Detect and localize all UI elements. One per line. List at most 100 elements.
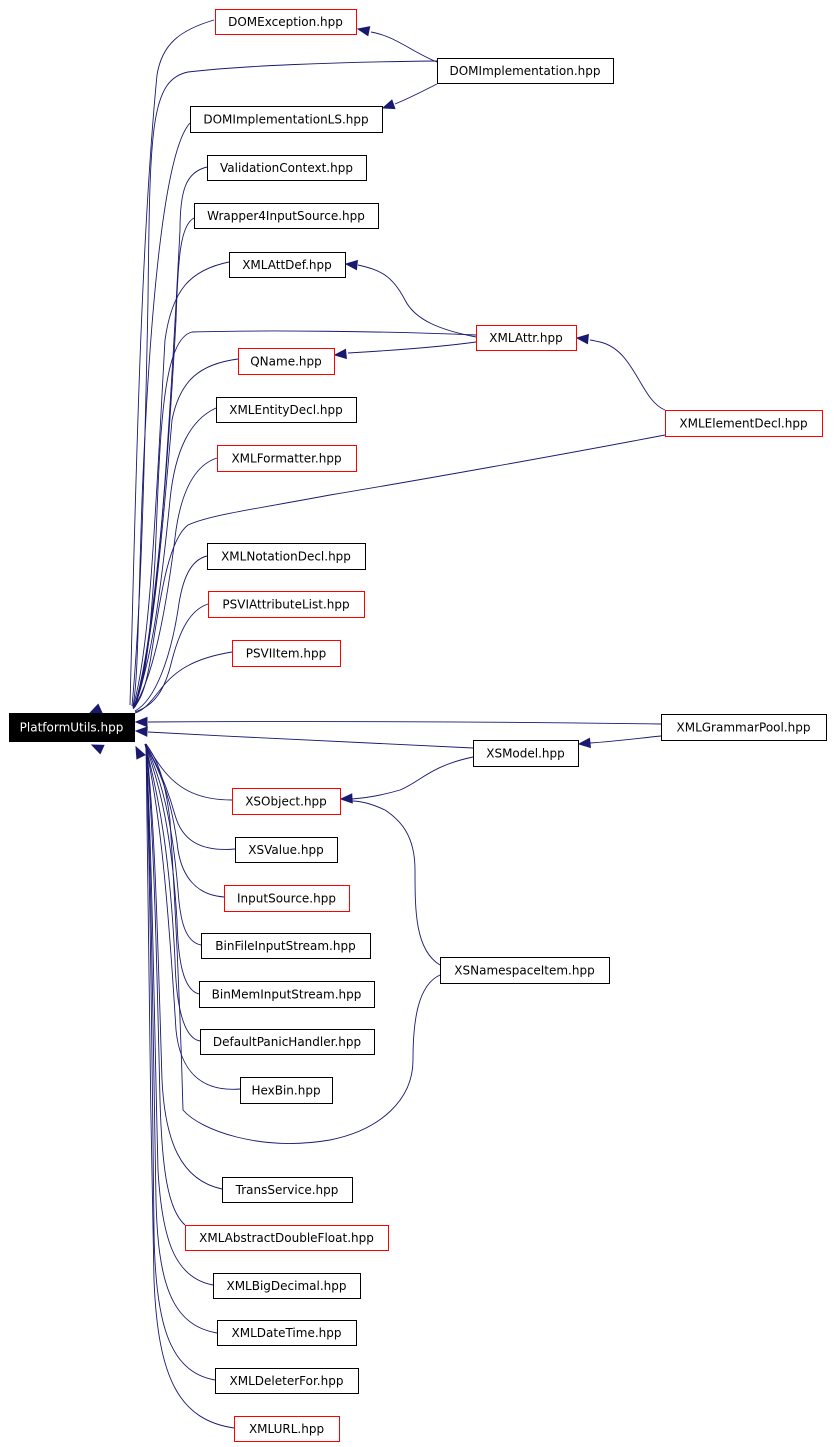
node-box xyxy=(215,1368,359,1394)
node-domimplementation[interactable]: DOMImplementation.hpp xyxy=(437,58,614,84)
edge-line xyxy=(145,743,186,1226)
edge-line xyxy=(589,339,666,411)
edge-line xyxy=(144,743,241,1090)
node-label: XMLNotationDecl.hpp xyxy=(221,550,351,564)
node-box xyxy=(217,445,357,472)
node-bin-file-input-stream[interactable]: BinFileInputStream.hpp xyxy=(201,933,371,959)
node-xsnamespace-item[interactable]: XSNamespaceItem.hpp xyxy=(440,957,610,984)
node-xsmodel[interactable]: XSModel.hpp xyxy=(473,740,579,767)
node-box xyxy=(235,837,338,863)
node-box xyxy=(661,714,827,741)
edge-xsmodel-to-platform-utils xyxy=(134,726,474,749)
edge-bin-file-input-stream-to-platform-utils xyxy=(144,743,202,946)
node-label: XMLAttDef.hpp xyxy=(242,258,332,272)
edge-trans-service-to-platform-utils xyxy=(145,743,223,1190)
edge-line xyxy=(134,166,208,708)
node-xmldate-time[interactable]: XMLDateTime.hpp xyxy=(217,1320,357,1346)
node-xmlbig-decimal[interactable]: XMLBigDecimal.hpp xyxy=(213,1273,361,1299)
arrowhead-icon xyxy=(339,793,353,804)
node-box xyxy=(200,1029,375,1055)
node-box xyxy=(665,410,823,437)
node-box xyxy=(240,1077,333,1104)
edge-xsmodel-to-xsobject xyxy=(339,756,474,804)
node-trans-service[interactable]: TransService.hpp xyxy=(222,1177,353,1203)
node-xsvalue[interactable]: XSValue.hpp xyxy=(235,837,338,863)
node-box xyxy=(213,1273,361,1299)
node-qname[interactable]: QName.hpp xyxy=(238,348,335,375)
edge-line xyxy=(145,743,214,1286)
edge-xsnamespace-item-to-xsobject xyxy=(351,800,441,966)
edge-line xyxy=(370,31,438,63)
arrowhead-icon xyxy=(333,348,347,360)
node-default-panic-handler[interactable]: DefaultPanicHandler.hpp xyxy=(200,1029,375,1055)
edge-bin-mem-input-stream-to-platform-utils xyxy=(144,743,200,995)
edge-xsnamespace-item-to-platform-utils xyxy=(145,743,441,1144)
node-label: XMLURL.hpp xyxy=(249,1422,324,1436)
node-box xyxy=(208,591,365,618)
arrowhead-icon xyxy=(134,726,148,737)
node-label: ValidationContext.hpp xyxy=(220,161,353,175)
node-label: XMLElementDecl.hpp xyxy=(679,417,807,431)
node-xmlformatter[interactable]: XMLFormatter.hpp xyxy=(217,445,357,472)
graph-nodes: PlatformUtils.hpp DOMException.hppDOMImpl… xyxy=(9,9,827,1442)
edge-xmlurl-to-platform-utils xyxy=(90,743,235,1429)
edge-line xyxy=(145,743,441,1144)
edge-line xyxy=(357,264,477,338)
edge-qname-to-platform-utils xyxy=(133,358,239,709)
node-xmlatt-def[interactable]: XMLAttDef.hpp xyxy=(229,252,346,278)
edge-psviitem-to-platform-utils xyxy=(134,651,233,714)
node-box xyxy=(207,155,367,181)
node-label: XMLDateTime.hpp xyxy=(232,1326,342,1340)
node-box xyxy=(440,957,610,984)
node-psviattribute-list[interactable]: PSVIAttributeList.hpp xyxy=(208,591,365,618)
node-bin-mem-input-stream[interactable]: BinMemInputStream.hpp xyxy=(199,981,375,1008)
edge-xmldate-time-to-platform-utils xyxy=(145,743,218,1334)
node-xmlabstract-double-float[interactable]: XMLAbstractDoubleFloat.hpp xyxy=(185,1225,389,1251)
arrowhead-icon xyxy=(344,259,358,271)
edge-xmldeleter-for-to-platform-utils xyxy=(145,743,216,1381)
node-label: DefaultPanicHandler.hpp xyxy=(213,1035,361,1049)
edge-line xyxy=(132,122,191,707)
node-xsobject[interactable]: XSObject.hpp xyxy=(232,788,341,815)
node-label: BinFileInputStream.hpp xyxy=(215,939,355,953)
node-xmlelement-decl[interactable]: XMLElementDecl.hpp xyxy=(665,410,823,437)
arrowhead-icon xyxy=(575,333,589,345)
node-box xyxy=(232,788,341,815)
edge-hex-bin-to-platform-utils xyxy=(144,743,241,1090)
node-input-source[interactable]: InputSource.hpp xyxy=(224,885,350,912)
node-box xyxy=(201,933,371,959)
node-box xyxy=(217,1320,357,1346)
node-validation-context[interactable]: ValidationContext.hpp xyxy=(207,155,367,181)
node-xmlnotation-decl[interactable]: XMLNotationDecl.hpp xyxy=(207,543,366,570)
edge-xmlatt-def-to-platform-utils xyxy=(132,261,230,708)
arrowhead-icon xyxy=(577,737,591,749)
node-box xyxy=(234,1416,340,1442)
node-wrapper4-input-source[interactable]: Wrapper4InputSource.hpp xyxy=(194,203,379,229)
node-xmlentity-decl[interactable]: XMLEntityDecl.hpp xyxy=(216,397,357,423)
edge-xmlgrammar-pool-to-platform-utils xyxy=(134,716,662,728)
node-xmldeleter-for[interactable]: XMLDeleterFor.hpp xyxy=(215,1368,359,1394)
edge-line xyxy=(144,743,236,850)
node-domimplementation-ls[interactable]: DOMImplementationLS.hpp xyxy=(190,106,383,133)
node-psviitem[interactable]: PSVIItem.hpp xyxy=(232,640,341,667)
edge-line xyxy=(133,434,666,709)
node-platform-utils[interactable]: PlatformUtils.hpp xyxy=(9,713,135,742)
node-label: PSVIAttributeList.hpp xyxy=(222,598,349,612)
node-label: PSVIItem.hpp xyxy=(246,647,327,661)
node-xmlgrammar-pool[interactable]: XMLGrammarPool.hpp xyxy=(661,714,827,741)
edge-input-source-to-platform-utils xyxy=(144,743,225,898)
edge-xmlgrammar-pool-to-xsmodel xyxy=(577,735,662,749)
node-label: XSNamespaceItem.hpp xyxy=(454,964,594,978)
node-box xyxy=(473,740,579,767)
edge-line xyxy=(144,743,200,995)
node-domexception[interactable]: DOMException.hpp xyxy=(215,9,357,35)
node-xmlurl[interactable]: XMLURL.hpp xyxy=(234,1416,340,1442)
node-xmlattr[interactable]: XMLAttr.hpp xyxy=(476,325,577,351)
node-label: XMLDeleterFor.hpp xyxy=(230,1374,344,1388)
edge-xmlelement-decl-to-platform-utils xyxy=(133,434,666,709)
edge-line xyxy=(147,721,662,725)
edge-validation-context-to-platform-utils xyxy=(134,166,208,708)
node-hex-bin[interactable]: HexBin.hpp xyxy=(240,1077,333,1104)
node-box xyxy=(190,106,383,133)
node-label: XMLBigDecimal.hpp xyxy=(226,1279,346,1293)
